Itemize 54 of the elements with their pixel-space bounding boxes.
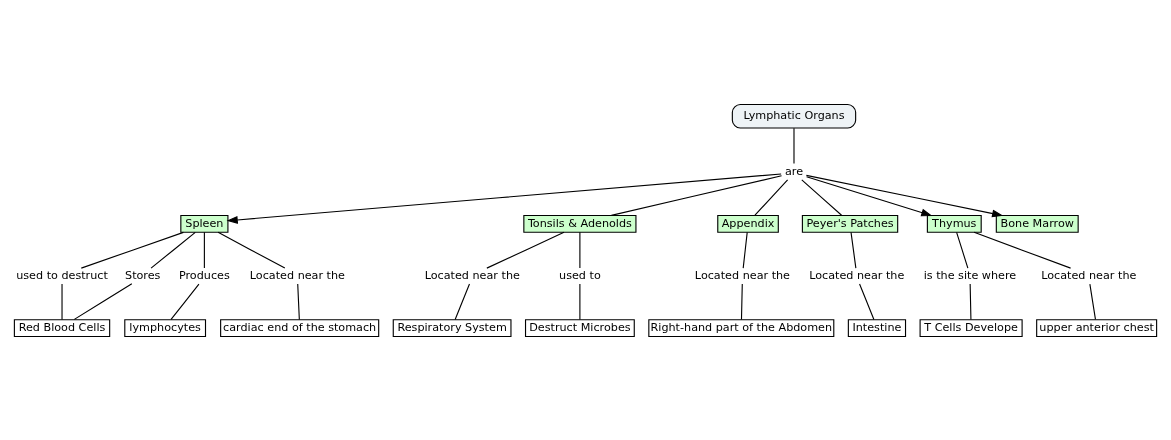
node-box: upper anterior chest	[1036, 318, 1158, 337]
connector	[754, 178, 789, 216]
node-box: Right-hand part of the Abdomen	[648, 318, 835, 337]
connector	[297, 283, 300, 320]
node-text: Located near the	[1041, 268, 1137, 282]
connector	[740, 283, 743, 320]
connector	[203, 231, 205, 269]
connector	[969, 283, 972, 320]
node-box: Peyer's Patches	[801, 214, 899, 233]
arrow	[805, 174, 1004, 217]
node-text: is the site where	[923, 268, 1017, 282]
node-text: Located near the	[249, 268, 346, 282]
node-text: Located near the	[694, 268, 791, 282]
node-box: cardiac end of the stomach	[220, 318, 380, 337]
node-text: Located near the	[424, 268, 520, 282]
arrow	[226, 172, 782, 224]
connector	[956, 231, 969, 269]
node-box: Thymus	[926, 214, 982, 233]
node-box: Intestine	[847, 318, 907, 337]
connector	[579, 231, 581, 269]
node-box: Spleen	[180, 214, 229, 233]
connector	[1089, 283, 1096, 320]
connector	[579, 283, 581, 320]
node-box: Destruct Microbes	[524, 318, 635, 337]
connector	[170, 283, 200, 320]
node-text: Produces	[178, 268, 230, 282]
node-box: Lymphatic Organs	[731, 103, 857, 129]
node-text: Stores	[125, 268, 161, 282]
connector	[850, 231, 857, 269]
connector	[73, 282, 133, 320]
node-box: Tonsils & Adenolds	[523, 214, 637, 233]
node-text: used to	[559, 268, 601, 282]
node-box: Bone Marrow	[995, 214, 1079, 233]
connector	[217, 231, 286, 269]
connector	[610, 174, 783, 216]
node-box: Respiratory System	[392, 318, 512, 337]
node-text: Located near the	[809, 268, 905, 282]
connector	[150, 231, 196, 269]
node-text: used to destruct	[16, 268, 108, 282]
node-box: Appendix	[717, 214, 779, 233]
node-text: are	[784, 164, 804, 178]
connector	[486, 231, 565, 269]
arrow	[806, 175, 933, 216]
connector	[801, 178, 843, 216]
connector	[80, 231, 184, 269]
connector	[454, 283, 471, 320]
connector	[742, 231, 748, 269]
node-box: Red Blood Cells	[13, 318, 111, 337]
connector	[61, 283, 63, 320]
connector	[973, 231, 1072, 269]
connector	[793, 127, 795, 164]
connector	[859, 283, 875, 320]
node-box: T Cells Develope	[919, 318, 1023, 337]
node-box: lymphocytes	[124, 318, 207, 337]
